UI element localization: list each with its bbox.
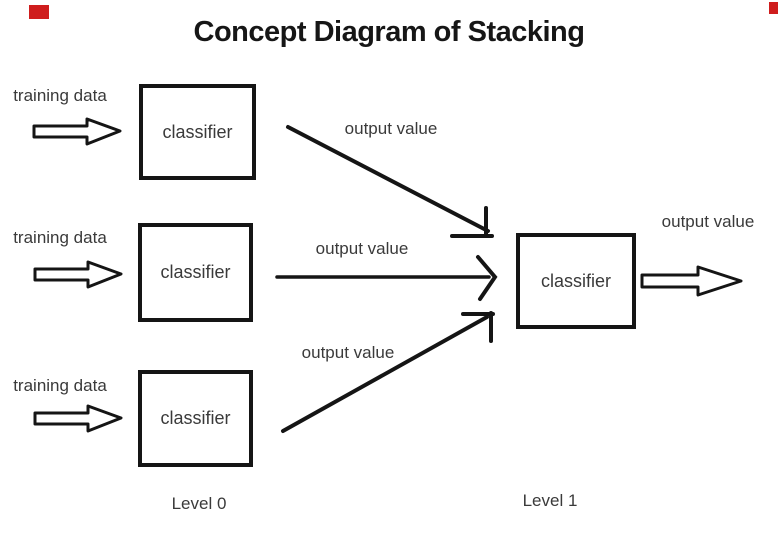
connector-arrow-middle <box>275 255 498 301</box>
connector-arrow-top <box>286 125 494 238</box>
output-value-label-1: output value <box>344 119 438 138</box>
level0-caption: Level 0 <box>171 494 227 513</box>
block-arrow-right-icon-output <box>640 265 743 297</box>
output-value-label-3: output value <box>301 343 395 362</box>
classifier-box-level0-2: classifier <box>138 223 253 322</box>
classifier-box-level0-3: classifier <box>138 370 253 467</box>
classifier-box-label: classifier <box>160 262 231 282</box>
training-data-label-1: training data <box>13 86 107 105</box>
training-data-label-3: training data <box>13 376 107 395</box>
classifier-box-level1: classifier <box>516 233 636 329</box>
red-corner-mark-right <box>769 2 778 14</box>
level1-caption: Level 1 <box>522 491 578 510</box>
output-value-label-final: output value <box>661 212 755 231</box>
classifier-box-level0-1: classifier <box>139 84 256 180</box>
diagram-title: Concept Diagram of Stacking <box>193 16 585 48</box>
connector-arrow-bottom <box>281 311 495 433</box>
block-arrow-right-icon-input-3 <box>33 404 123 433</box>
block-arrow-right-icon-input-1 <box>32 117 122 146</box>
red-corner-mark-left <box>29 5 49 19</box>
classifier-box-label: classifier <box>162 121 233 142</box>
output-value-label-2: output value <box>315 239 409 258</box>
classifier-box-label: classifier <box>540 270 611 291</box>
classifier-box-label: classifier <box>160 408 231 428</box>
training-data-label-2: training data <box>13 228 107 247</box>
block-arrow-right-icon-input-2 <box>33 260 123 289</box>
